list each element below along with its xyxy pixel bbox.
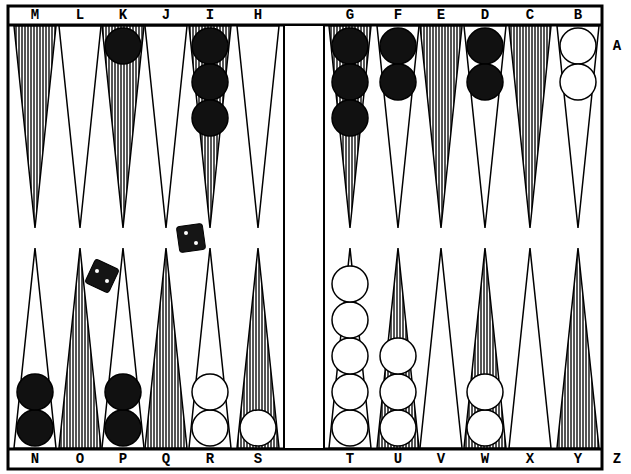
die-pip (184, 231, 188, 235)
white-checker (467, 410, 503, 446)
white-checker (380, 338, 416, 374)
point-letter: V (437, 451, 445, 467)
point-letter: C (526, 7, 534, 23)
black-checker (192, 28, 228, 64)
board-point (329, 26, 371, 228)
black-checker (332, 64, 368, 100)
point-letter: G (346, 7, 354, 23)
board-point (189, 248, 231, 448)
black-checker (105, 374, 141, 410)
board-frame (8, 6, 602, 469)
point-letter: M (31, 7, 39, 23)
board-point (189, 26, 231, 228)
white-checker (192, 374, 228, 410)
point-letter: R (206, 451, 214, 467)
board-point (557, 248, 599, 448)
white-checker (560, 28, 596, 64)
point-letter: S (254, 451, 262, 467)
board-point (145, 248, 187, 448)
black-checker (380, 64, 416, 100)
black-checker (332, 100, 368, 136)
point-letter: F (394, 7, 402, 23)
die-pip (105, 279, 109, 283)
board-point (420, 248, 462, 448)
board-point (237, 248, 279, 448)
black-checker (467, 28, 503, 64)
black-checker (380, 28, 416, 64)
point-letter: P (119, 451, 127, 467)
black-checker (105, 28, 141, 64)
board-point (14, 26, 56, 228)
point-letter: K (119, 7, 127, 23)
point-letter: W (481, 451, 489, 467)
black-checker (17, 410, 53, 446)
white-checker (332, 410, 368, 446)
white-checker (332, 338, 368, 374)
die-pip (194, 241, 198, 245)
board-point (237, 26, 279, 228)
point-letter: H (254, 7, 262, 23)
black-checker (192, 64, 228, 100)
point-letter: I (206, 7, 214, 23)
board-point (329, 248, 371, 448)
white-checker (560, 64, 596, 100)
die (176, 223, 205, 252)
board-point (509, 26, 551, 228)
board-point (377, 248, 419, 448)
point-letter: Q (162, 451, 170, 467)
white-checker (380, 410, 416, 446)
white-checker (332, 266, 368, 302)
board-point (464, 248, 506, 448)
black-checker (332, 28, 368, 64)
point-letter: D (481, 7, 489, 23)
point-letter: X (526, 451, 534, 467)
point-letter: N (31, 451, 39, 467)
board-point (145, 26, 187, 228)
black-checker (17, 374, 53, 410)
die (85, 259, 120, 294)
point-letter: Y (574, 451, 582, 467)
black-checker (467, 64, 503, 100)
board-point (464, 26, 506, 228)
bar (284, 25, 324, 449)
point-letter: L (76, 7, 84, 23)
board-point (377, 26, 419, 228)
white-checker (192, 410, 228, 446)
black-checker (192, 100, 228, 136)
board-point (509, 248, 551, 448)
die-pip (95, 269, 99, 273)
point-letter: B (574, 7, 582, 23)
black-checker (105, 410, 141, 446)
point-letter: O (76, 451, 84, 467)
board-point (102, 26, 144, 228)
point-letter: J (162, 7, 170, 23)
white-checker (332, 302, 368, 338)
white-checker (380, 374, 416, 410)
board-point (420, 26, 462, 228)
white-checker (240, 410, 276, 446)
point-letter: Z (613, 451, 621, 467)
point-letter: U (394, 451, 402, 467)
board-point (59, 26, 101, 228)
white-checker (332, 374, 368, 410)
point-letter: E (437, 7, 445, 23)
white-checker (467, 374, 503, 410)
point-letter: T (346, 451, 354, 467)
board-point (557, 26, 599, 228)
point-letter: A (613, 38, 621, 54)
board-point (14, 248, 56, 448)
